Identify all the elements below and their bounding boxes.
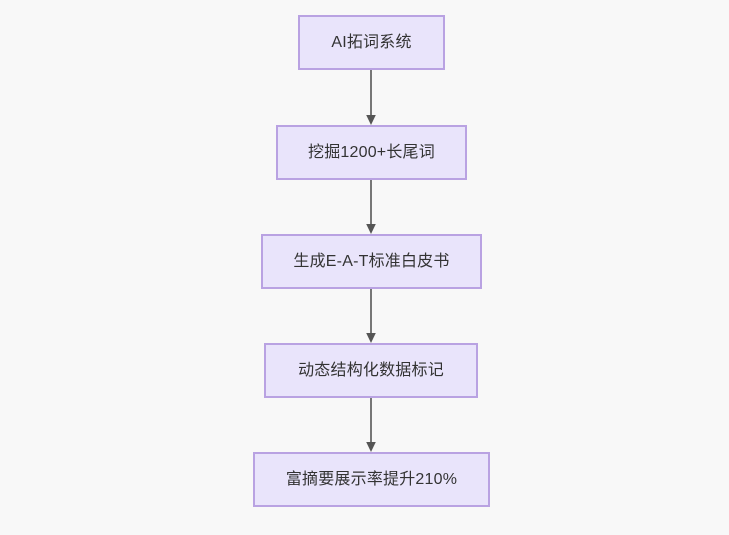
flowchart-edge-1 (359, 70, 383, 125)
arrowhead-down-icon (366, 224, 376, 234)
arrowhead-down-icon (366, 115, 376, 125)
flowchart-node-4-label: 动态结构化数据标记 (298, 361, 444, 379)
flowchart-node-2[interactable]: 挖掘1200+长尾词 (276, 125, 467, 180)
flowchart-node-2-label: 挖掘1200+长尾词 (308, 143, 435, 161)
flowchart-edge-4 (359, 398, 383, 452)
flowchart-edge-2 (359, 180, 383, 234)
flowchart-node-4[interactable]: 动态结构化数据标记 (264, 343, 478, 398)
flowchart-node-3-label: 生成E-A-T标准白皮书 (293, 252, 450, 270)
flowchart-node-5[interactable]: 富摘要展示率提升210% (253, 452, 490, 507)
arrowhead-down-icon (366, 442, 376, 452)
flowchart-node-1-label: AI拓词系统 (331, 33, 412, 51)
flowchart-node-1[interactable]: AI拓词系统 (298, 15, 445, 70)
flowchart-node-5-label: 富摘要展示率提升210% (285, 470, 458, 488)
arrowhead-down-icon (366, 333, 376, 343)
flowchart-node-3[interactable]: 生成E-A-T标准白皮书 (261, 234, 482, 289)
flowchart-edge-3 (359, 289, 383, 343)
